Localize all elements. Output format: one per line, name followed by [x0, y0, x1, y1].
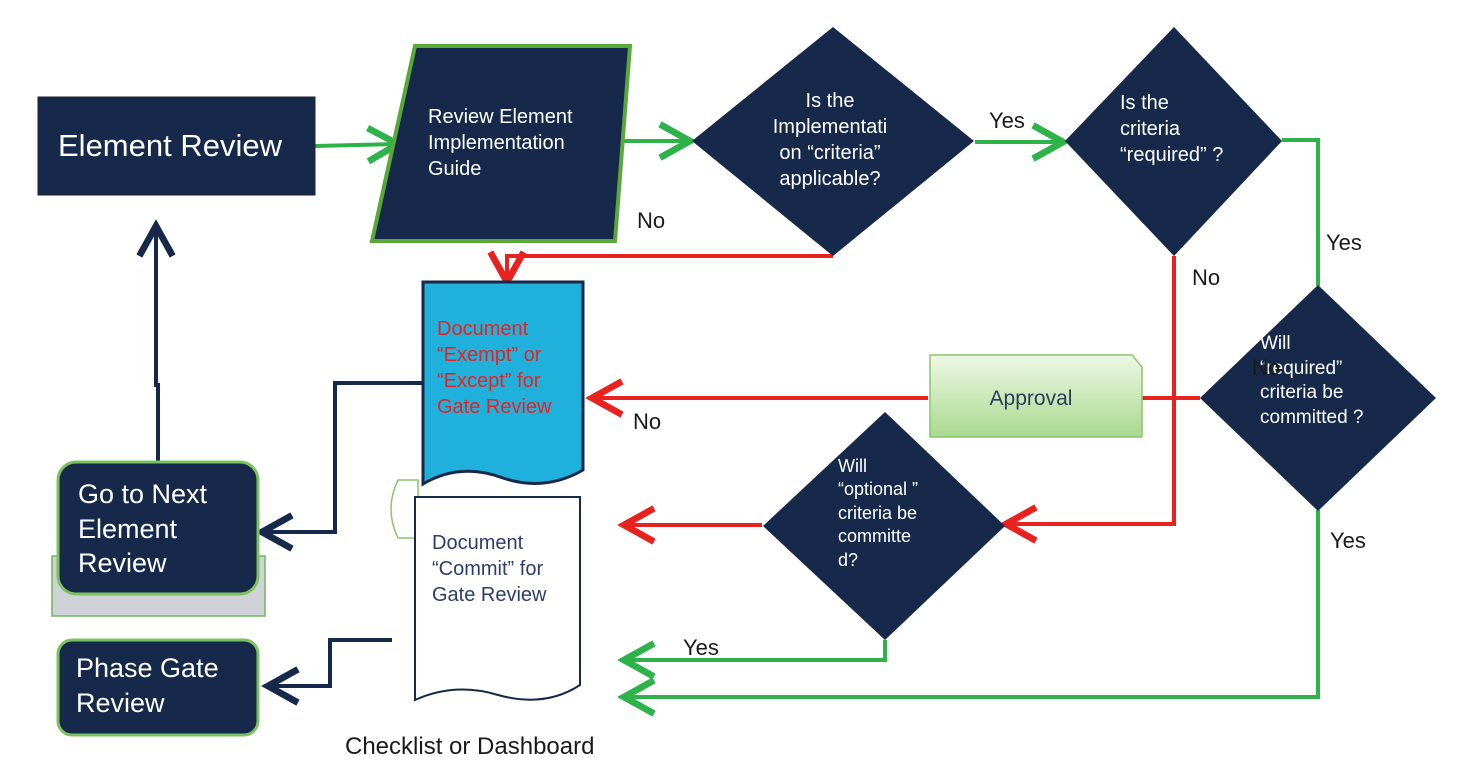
document-exempt-node [421, 280, 585, 487]
document-commit-node [414, 496, 581, 702]
edge-exempt-to-next [262, 381, 423, 532]
edge-label-yes-optional: Yes [683, 635, 719, 660]
edge-label-no-required-committed-a: No [1252, 355, 1281, 380]
edge-label-no-required: No [1192, 265, 1221, 290]
edge-required-yes [1282, 138, 1320, 286]
element-review-label: Element Review [58, 128, 282, 163]
edge-label-yes-required-committed: Yes [1330, 528, 1366, 553]
review-guide-label: Review Element Implementation Guide [428, 106, 573, 180]
edge-required-no [1006, 256, 1176, 524]
criteria-required-diamond [1065, 27, 1282, 256]
element-review-node [37, 96, 316, 196]
phase-gate-label: Phase Gate Review [76, 653, 219, 719]
criteria-applicable-label: Is the Implementati on “criteria” applic… [772, 90, 888, 190]
edge-required-committed-yes [624, 510, 1320, 697]
edge-next-to-review [156, 226, 158, 462]
required-committed-label: Will “required” criteria be committed ? [1260, 333, 1364, 429]
approval-label: Approval [989, 387, 1073, 410]
caption: Checklist or Dashboard [345, 733, 595, 760]
edge-commit-to-phase [268, 638, 392, 686]
edge-optional-yes [624, 640, 887, 660]
criteria-applicable-diamond [692, 27, 974, 256]
next-element-node [56, 460, 260, 596]
document-commit-label: Document “Commit” for Gate Review [432, 532, 547, 606]
optional-committed-label: Will “optional ” criteria be committe d? [838, 456, 919, 570]
edge-label-yes-applicable: Yes [989, 108, 1025, 133]
edge-label-no-required-committed-b: No [633, 409, 662, 434]
edge-label-yes-required: Yes [1326, 230, 1362, 255]
approval-node [929, 354, 1143, 438]
next-element-label: Go to Next Element Review [78, 479, 208, 579]
edge-label-no-applicable: No [637, 208, 666, 233]
phase-gate-node [56, 638, 260, 737]
edge-applicable-no [507, 256, 833, 282]
review-guide-node [369, 44, 633, 243]
optional-committed-diamond [763, 412, 1005, 640]
required-committed-diamond [1200, 285, 1436, 511]
edge-review-to-guide [314, 144, 398, 146]
criteria-required-label: Is the criteria “required” ? [1120, 92, 1224, 166]
document-exempt-label: Document “Exempt” or “Except” for Gate R… [437, 318, 552, 418]
commit-tab-decor [390, 479, 419, 539]
